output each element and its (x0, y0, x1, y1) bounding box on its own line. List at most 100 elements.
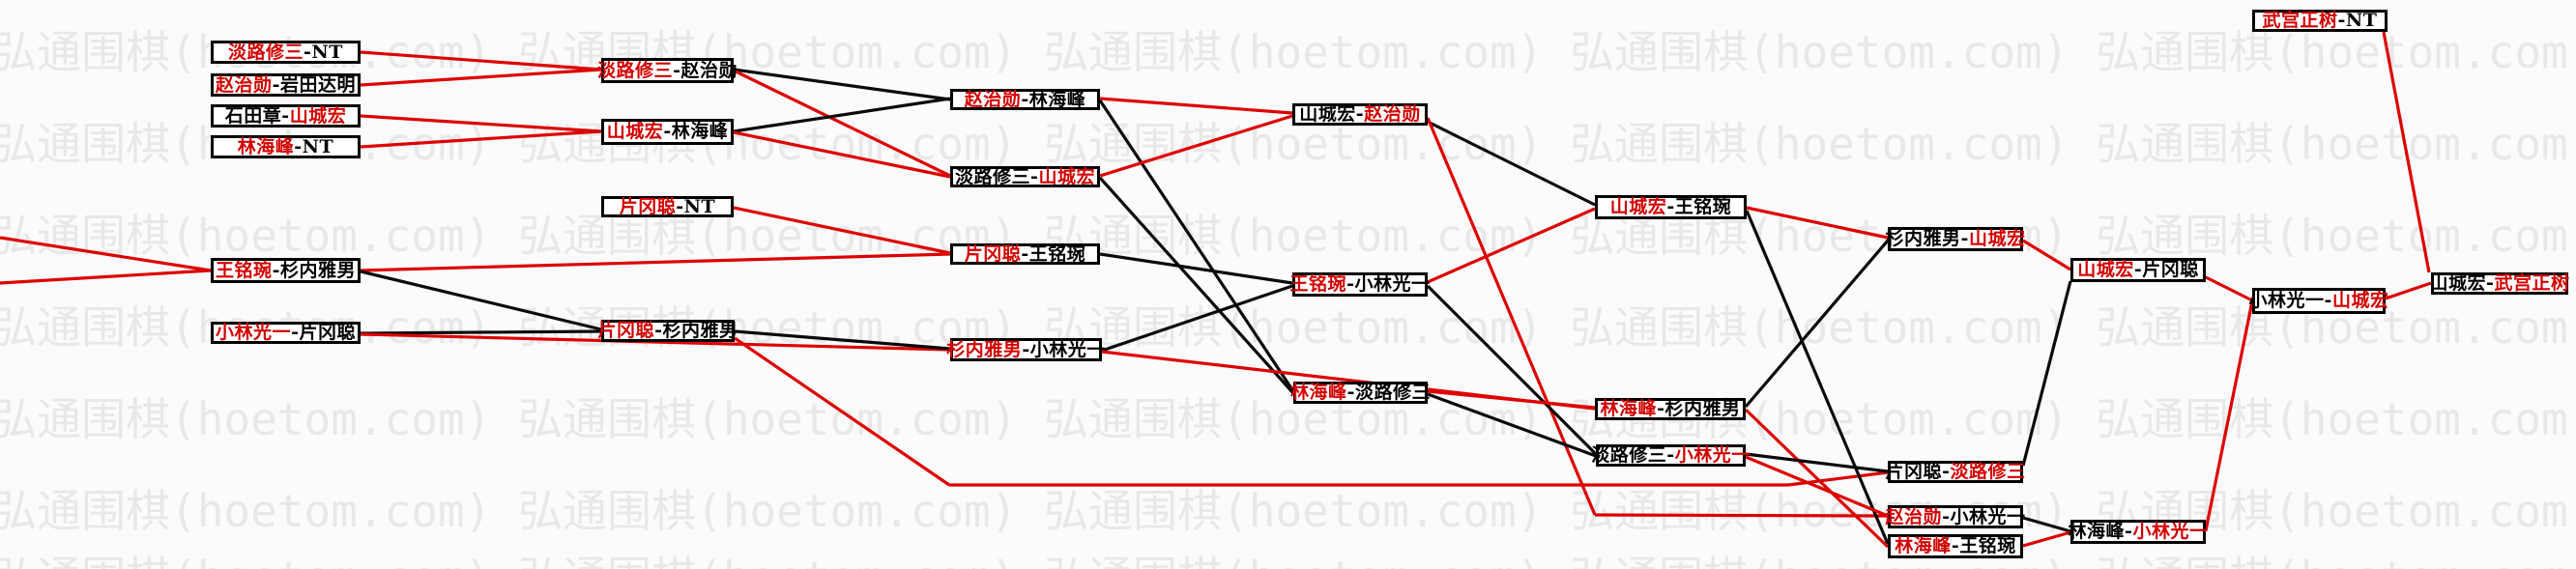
player-name: -片冈聪 (291, 322, 356, 343)
player-name: -NT (294, 135, 334, 157)
match-box-o-sugiuchi: 王铭琬-杉内雅男 (211, 258, 361, 283)
connector-line (2022, 530, 2071, 548)
connector-line (360, 50, 602, 71)
player-name: 赵治勋 (964, 88, 1022, 110)
connector-line (2385, 281, 2432, 300)
connector-line (733, 68, 951, 101)
player-name: 杉内雅男 (946, 338, 1023, 360)
player-name: 林海峰 (237, 135, 295, 157)
match-box-rin-kobayashi: 林海峰-小林光一 (2068, 520, 2209, 544)
player-name: 武宫正树 (2494, 272, 2570, 294)
player-name: -NT (304, 41, 343, 63)
connector-line (1744, 239, 1890, 409)
player-name: 王铭琬 (1289, 273, 1347, 295)
player-name: 小林光一 (1674, 444, 1751, 466)
match-box-kataoka-sugiuchi: 片冈聪-杉内雅男 (598, 320, 738, 342)
connector-line (1594, 513, 1889, 518)
match-box-awaji-yamashiro: 淡路修三-山城宏 (950, 166, 1100, 187)
connector-line (1099, 252, 1293, 285)
match-box-cho-iwata: 赵治勋-岩田达明 (211, 73, 361, 97)
player-name: 林海峰 (1895, 535, 1952, 556)
player-name: 山城宏 (606, 121, 664, 142)
connector-line (1745, 210, 1890, 545)
match-box-ishida-yamashiro: 石田章-山城宏 (211, 104, 361, 128)
player-name: -NT (676, 195, 716, 217)
match-box-cho-kobayashi: 赵治勋-小林光一 (1885, 505, 2026, 528)
player-name: -林海峰 (1021, 88, 1086, 110)
player-name: 山城宏 (2077, 259, 2134, 280)
connector-line (360, 329, 602, 335)
match-box-kataoka-nt: 片冈聪-NT (601, 196, 734, 217)
player-name: 赵治勋 (216, 73, 273, 96)
player-name: 小林光一 (2132, 521, 2209, 542)
connector-line (0, 236, 212, 272)
match-box-yamashiro-kataoka: 山城宏-片冈聪 (2070, 258, 2206, 282)
player-name: -小林光一 (1942, 505, 2026, 527)
player-name: 山城宏 (289, 104, 347, 127)
connector-line (1427, 120, 1596, 207)
player-name: -王铭琬 (1021, 242, 1086, 265)
connector-line (360, 270, 602, 331)
player-name: 山城宏- (1299, 103, 1365, 125)
connector-line (2205, 275, 2253, 302)
connector-line (360, 252, 951, 272)
player-name: -林海峰 (663, 121, 729, 142)
connector-line (2021, 280, 2072, 467)
match-box-rin-o: 林海峰-王铭琬 (1888, 534, 2023, 558)
connector-line (360, 129, 602, 149)
connector-line (2022, 239, 2071, 271)
player-name: 山城宏 (1038, 165, 1095, 187)
match-box-awaji-kobayashi: 淡路修三-小林光一 (1591, 444, 1750, 467)
player-name: -小林光一 (1022, 338, 1106, 360)
match-box-cho-rin: 赵治勋-林海峰 (950, 89, 1100, 110)
player-name: -岩田达明 (272, 73, 356, 96)
connector-line (1098, 100, 1295, 392)
match-box-rin-sugiuchi: 林海峰-杉内雅男 (1595, 398, 1746, 420)
player-name: -赵治勋 (673, 59, 738, 81)
player-name: 山城宏 (1609, 196, 1667, 217)
connector-line (1426, 117, 1597, 516)
match-box-rin-nt: 林海峰-NT (211, 135, 361, 158)
player-name: 赵治勋 (1364, 103, 1421, 125)
connector-line (1427, 392, 1597, 458)
player-name: -NT (2337, 10, 2378, 31)
connector-line (1427, 207, 1596, 284)
match-box-kataoka-o: 片冈聪-王铭琬 (950, 243, 1100, 265)
player-name: 王铭琬 (216, 259, 273, 281)
player-name: 山城宏- (2429, 272, 2495, 294)
connector-line (1426, 284, 1598, 456)
connector-line (360, 68, 602, 87)
connector-line (734, 336, 950, 487)
match-box-awaji-cho: 淡路修三-赵治勋 (597, 58, 737, 83)
connector-line (1745, 455, 1889, 518)
player-name: 小林光一 (216, 322, 292, 343)
player-name: -小林光一 (1346, 273, 1431, 295)
player-name: 杉内雅男- (1885, 228, 1969, 249)
match-box-kataoka-awaji: 片冈聪-淡路修三 (1885, 461, 2026, 483)
player-name: 石田章- (224, 104, 290, 127)
player-name: 林海峰- (2068, 521, 2133, 542)
connector-line (1099, 114, 1293, 178)
connector-line (1745, 452, 1889, 473)
match-box-takemiya-nt: 武宫正树-NT (2252, 10, 2388, 32)
player-name: 山城宏 (2331, 290, 2389, 311)
player-name: 山城宏 (1968, 228, 2026, 249)
player-name: -王铭琬 (1666, 196, 1732, 217)
connector-line (0, 269, 212, 285)
connector-line (2382, 31, 2431, 273)
connector-line (734, 329, 951, 351)
player-name: 淡路修三 (597, 59, 674, 81)
player-name: 小林光一- (2248, 290, 2332, 311)
player-name: -杉内雅男 (654, 320, 738, 341)
player-name: 武宫正树 (2262, 10, 2338, 31)
player-name: 片冈聪 (964, 242, 1022, 265)
player-name: 片冈聪- (1885, 461, 1951, 482)
match-box-o-kobayashi: 王铭琬-小林光一 (1289, 272, 1431, 297)
player-name: 赵治勋 (1885, 505, 1943, 527)
connector-line (1746, 206, 1889, 240)
connector-line (2022, 516, 2071, 533)
match-box-rin-awaji: 林海峰-淡路修三 (1290, 382, 1430, 404)
player-name: 淡路修三 (1950, 461, 2026, 482)
match-box-awaji-nt: 淡路修三-NT (211, 41, 361, 64)
